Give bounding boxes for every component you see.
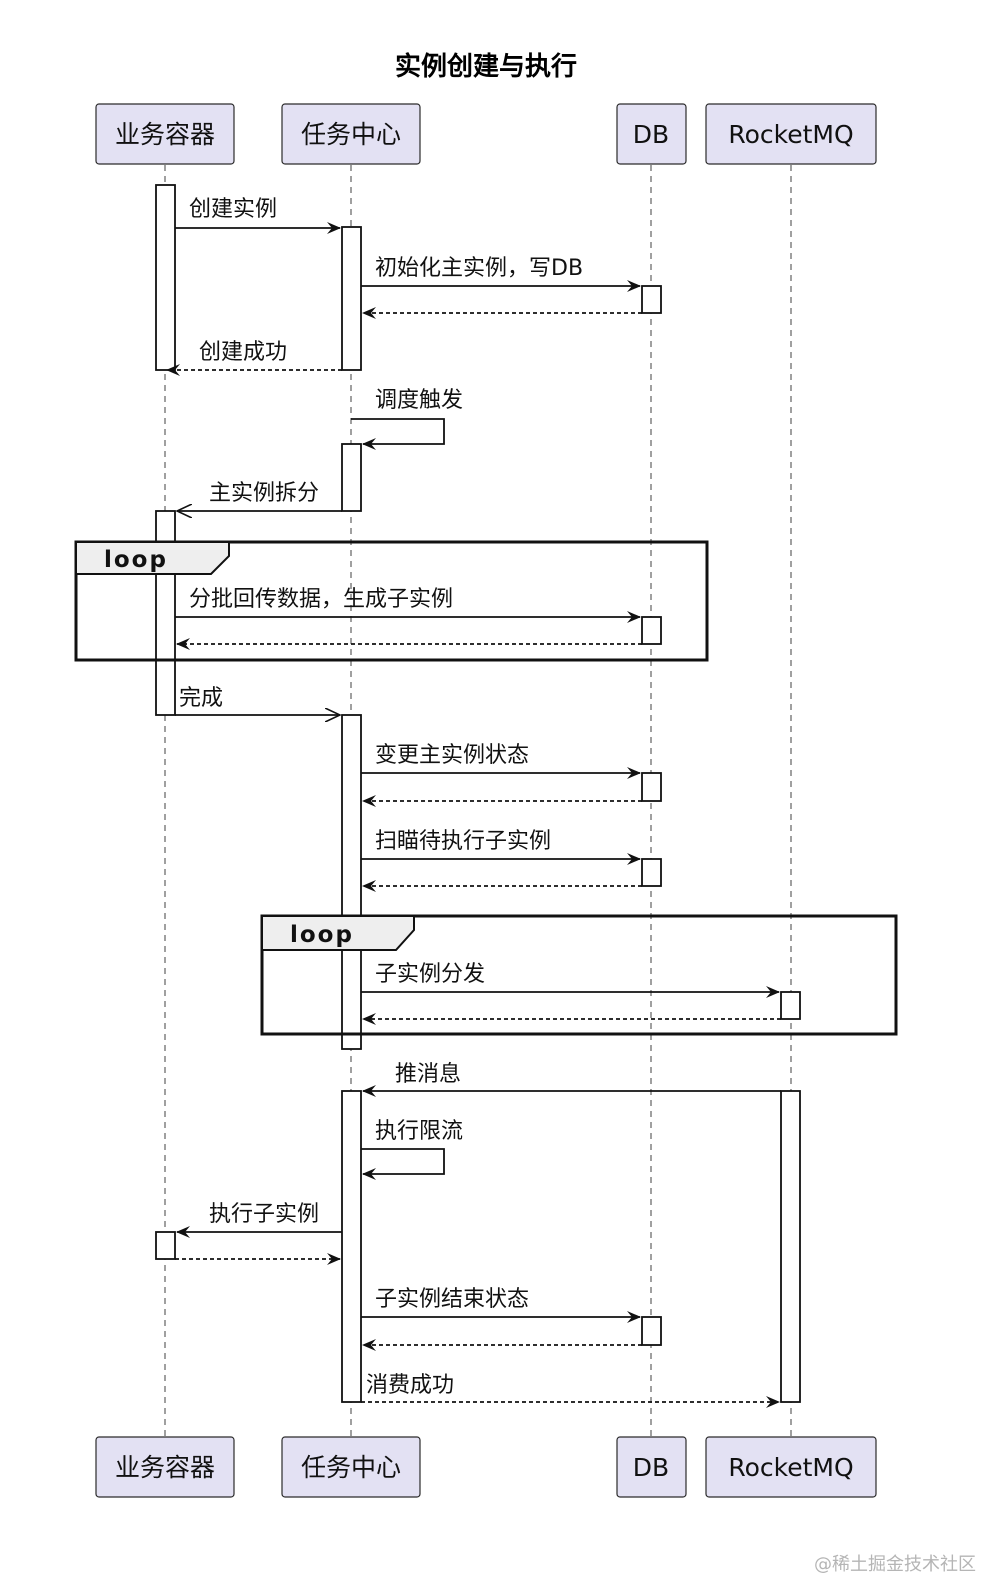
message-label: 初始化主实例，写DB	[375, 256, 583, 281]
participant-label: RocketMQ	[728, 120, 853, 149]
message-label: 执行限流	[375, 1119, 463, 1144]
activation-task	[341, 1090, 362, 1403]
message-label: 主实例拆分	[209, 481, 319, 506]
message-label: 分批回传数据，生成子实例	[189, 587, 453, 612]
loop-frame-2: loop	[260, 914, 898, 1036]
participant-label: 业务容器	[115, 1453, 215, 1482]
message-label: 调度触发	[375, 388, 463, 413]
participant-biz-top: 业务容器	[95, 103, 235, 165]
message-4: 调度触发	[351, 388, 463, 450]
activation-task	[341, 714, 362, 1050]
participant-label: 业务容器	[115, 120, 215, 149]
watermark: @稀土掘金技术社区	[814, 1554, 976, 1575]
participant-mq-bottom: RocketMQ	[705, 1436, 877, 1498]
message-9: 扫瞄待执行子实例	[361, 829, 641, 865]
activation-biz	[155, 184, 176, 371]
message-15: 消费成功	[361, 1373, 780, 1408]
participant-db-top: DB	[616, 103, 687, 165]
participant-label: 任务中心	[301, 120, 401, 149]
message-2: 初始化主实例，写DB	[361, 256, 641, 292]
message-label: 子实例结束状态	[375, 1287, 529, 1312]
activation-biz	[155, 1231, 176, 1260]
message-label: 创建实例	[189, 197, 277, 222]
participant-db-bottom: DB	[616, 1436, 687, 1498]
activation-db	[641, 285, 662, 314]
activation-task	[341, 226, 362, 371]
message-6: 分批回传数据，生成子实例	[175, 587, 641, 623]
message-label: 消费成功	[366, 1373, 454, 1398]
message-label: 变更主实例状态	[375, 743, 529, 768]
message-label: 扫瞄待执行子实例	[375, 829, 551, 854]
message-12: 执行限流	[361, 1119, 463, 1180]
loop-frame-1: loop	[74, 540, 709, 662]
participant-task-top: 任务中心	[281, 103, 421, 165]
activation-db	[641, 616, 662, 645]
participant-label: 任务中心	[301, 1453, 401, 1482]
message-label: 创建成功	[199, 340, 287, 365]
activation-mq	[780, 1090, 801, 1403]
activation-db	[641, 858, 662, 887]
message-8: 变更主实例状态	[361, 743, 641, 779]
loop-label: loop	[104, 547, 168, 573]
activation-db	[641, 1316, 662, 1346]
message-label: 子实例分发	[375, 962, 485, 987]
message-1: 创建实例	[175, 197, 341, 234]
participant-biz-bottom: 业务容器	[95, 1436, 235, 1498]
message-label: 完成	[179, 686, 223, 711]
activation-mq	[780, 991, 801, 1020]
activation-db	[641, 772, 662, 802]
participant-task-bottom: 任务中心	[281, 1436, 421, 1498]
diagram-title: 实例创建与执行	[395, 51, 577, 82]
message-14: 子实例结束状态	[361, 1287, 641, 1323]
message-3: 创建成功	[166, 340, 342, 376]
participant-label: DB	[633, 1453, 669, 1482]
participant-label: RocketMQ	[728, 1453, 853, 1482]
message-10: 子实例分发	[361, 962, 780, 998]
participant-mq-top: RocketMQ	[705, 103, 877, 165]
message-7: 完成	[175, 686, 340, 715]
message-11: 推消息	[362, 1062, 781, 1097]
activation-task	[341, 443, 362, 512]
message-5: 主实例拆分	[177, 481, 342, 511]
message-label: 推消息	[395, 1062, 461, 1087]
message-13: 执行子实例	[176, 1202, 342, 1238]
participant-label: DB	[633, 120, 669, 149]
loop-label: loop	[290, 922, 354, 948]
message-label: 执行子实例	[209, 1202, 319, 1227]
